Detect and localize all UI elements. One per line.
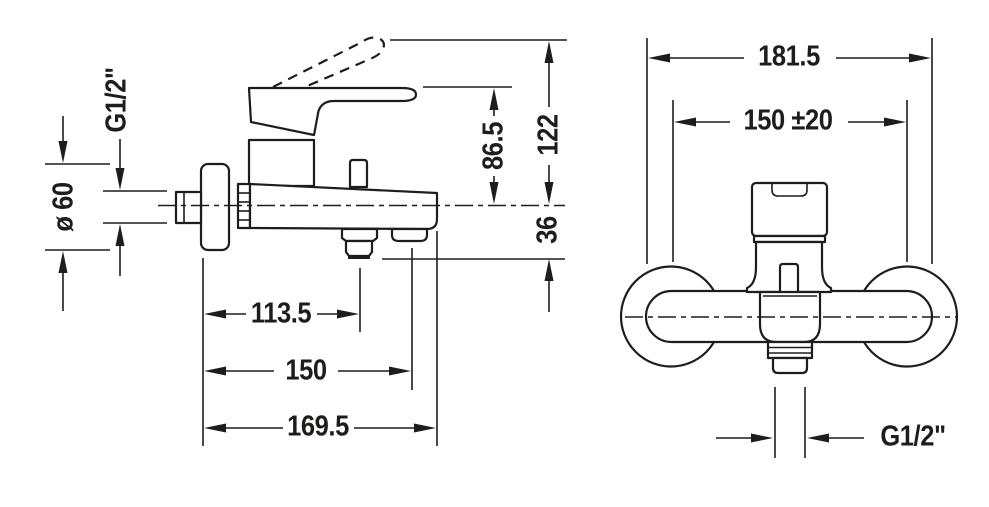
dim-label-outlet-drop: 36 — [532, 213, 564, 247]
mixer-body-housing — [247, 138, 316, 188]
dim-122-36-lines — [544, 41, 554, 312]
tub-outlet-collar — [340, 227, 379, 243]
dim-g12-side-lines — [115, 139, 125, 276]
escutcheon-side — [199, 162, 231, 252]
dim-label-inlet-thread: G1/2" — [101, 64, 133, 136]
valve-body-upper-front — [750, 181, 829, 238]
front-view — [619, 38, 959, 458]
dim-169-5-lines — [204, 423, 436, 433]
dim-label-escutcheon-diameter: ø 60 — [48, 179, 80, 235]
valve-front-tab — [778, 262, 800, 295]
supply-stub — [174, 190, 203, 225]
diverter-knob — [348, 158, 369, 189]
valve-body-top-notch — [771, 184, 808, 197]
tub-outlet-thread — [344, 239, 374, 258]
outlet-thread-front — [766, 340, 814, 375]
dim-label-connection-spacing: 150 ±20 — [740, 105, 836, 137]
front-extension-lines — [646, 38, 933, 458]
dim-label-total-depth: 169.5 — [284, 411, 352, 443]
side-extension-lines — [45, 39, 567, 446]
dim-113-5-lines — [204, 309, 359, 319]
dim-label-depth-to-outlet: 113.5 — [248, 298, 314, 330]
side-view — [45, 36, 567, 446]
dim-150-lines — [204, 366, 411, 376]
spout-body-side — [248, 182, 439, 231]
dim-86-5-lines — [489, 88, 499, 204]
dim-181-5-lines — [648, 53, 931, 63]
dim-dia-60-lines — [58, 116, 68, 311]
dim-150-20-lines — [674, 117, 906, 127]
dim-g12-front-lines — [716, 433, 864, 443]
lever-raised-dashed-outline — [272, 36, 385, 89]
dim-label-outlet-thread: G1/2" — [877, 421, 949, 453]
dim-label-depth-to-shower: 150 — [282, 355, 330, 387]
dim-label-height-to-lever: 86.5 — [478, 119, 510, 173]
shower-outlet-side — [390, 227, 429, 243]
dim-label-height-lever-raised: 122 — [533, 111, 565, 159]
dim-label-overall-width: 181.5 — [755, 41, 823, 73]
lever-handle-side — [247, 86, 418, 137]
